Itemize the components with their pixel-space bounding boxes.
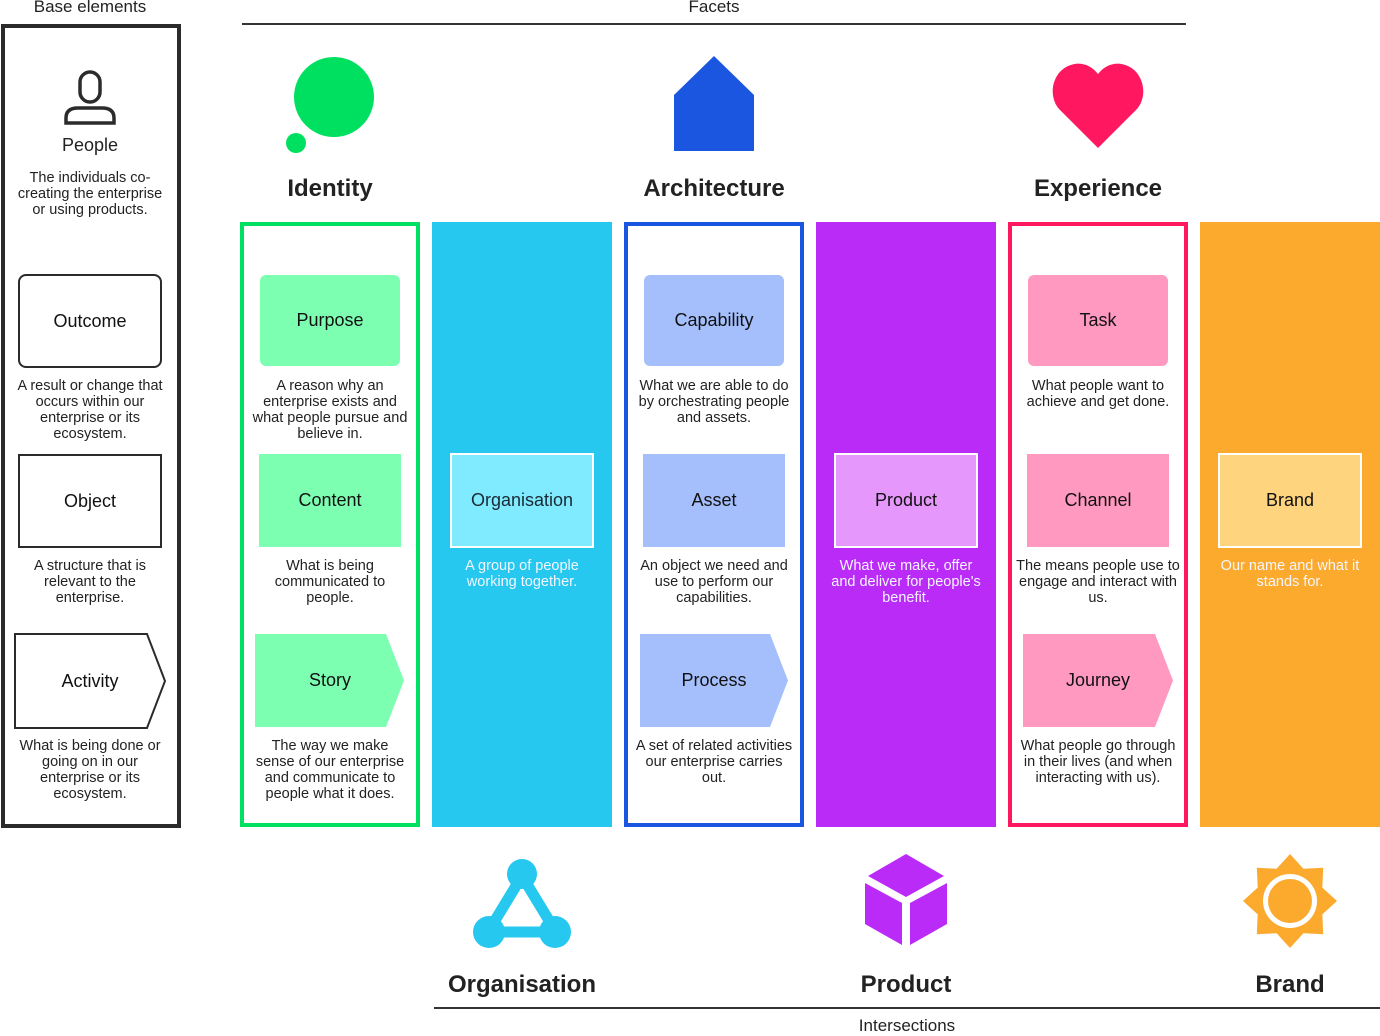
brand-desc: Our name and what it stands for.: [1220, 558, 1360, 590]
story-desc: The way we make sense of our enterprise …: [255, 738, 405, 802]
heart-icon: [1052, 62, 1144, 148]
brand-title: Brand: [1255, 971, 1325, 998]
facets-header: Facets: [688, 0, 740, 16]
journey-label: Journey: [1065, 670, 1131, 690]
journey-desc: What people go through in their lives (a…: [1020, 738, 1176, 786]
product-box: Product: [834, 453, 978, 548]
outcome-box: Outcome: [18, 274, 162, 368]
object-box: Object: [18, 454, 162, 548]
cube-icon: [864, 854, 948, 946]
story-shape: [255, 634, 405, 727]
story-label: Story: [308, 670, 351, 690]
capability-desc: What we are able to do by orchestrating …: [638, 378, 790, 426]
process-label: Process: [681, 670, 747, 690]
base-elements-header: Base elements: [33, 0, 147, 16]
facets-divider: [242, 23, 1186, 25]
network-triangle-icon: [472, 858, 572, 950]
identity-title: Identity: [287, 175, 373, 202]
activity-label: Activity: [61, 670, 119, 691]
process-desc: A set of related activities our enterpri…: [635, 738, 793, 786]
asset-box: Asset: [643, 454, 785, 547]
purpose-desc: A reason why an enterprise exists and wh…: [252, 378, 408, 442]
brand-box: Brand: [1218, 453, 1362, 548]
purpose-box: Purpose: [260, 275, 400, 366]
outcome-desc: A result or change that occurs within ou…: [17, 378, 163, 442]
thought-bubble-icon: [284, 56, 376, 154]
content-desc: What is being communicated to people.: [274, 558, 386, 606]
task-desc: What people want to achieve and get done…: [1026, 378, 1170, 410]
product-desc: What we make, offer and deliver for peop…: [831, 558, 981, 606]
journey-shape: [1023, 634, 1175, 727]
organisation-title: Organisation: [447, 971, 597, 998]
capability-box: Capability: [644, 275, 784, 366]
channel-box: Channel: [1027, 454, 1169, 547]
architecture-title: Architecture: [643, 175, 785, 202]
people-desc: The individuals co-creating the enterpri…: [17, 170, 163, 218]
people-label: People: [61, 135, 119, 155]
house-icon: [674, 56, 754, 152]
person-icon: [62, 70, 118, 126]
intersections-divider: [434, 1007, 1380, 1009]
organisation-desc: A group of people working together.: [465, 558, 579, 590]
content-box: Content: [259, 454, 401, 547]
object-desc: A structure that is relevant to the ente…: [33, 558, 147, 606]
sun-icon: [1242, 853, 1338, 949]
product-title: Product: [860, 971, 952, 998]
task-box: Task: [1028, 275, 1168, 366]
intersections-header: Intersections: [858, 1016, 956, 1035]
process-shape: [640, 634, 790, 727]
activity-desc: What is being done or going on in our en…: [19, 738, 161, 802]
activity-shape: [14, 633, 168, 729]
organisation-box: Organisation: [450, 453, 594, 548]
asset-desc: An object we need and use to perform our…: [640, 558, 788, 606]
experience-title: Experience: [1033, 175, 1163, 202]
channel-desc: The means people use to engage and inter…: [1016, 558, 1180, 606]
